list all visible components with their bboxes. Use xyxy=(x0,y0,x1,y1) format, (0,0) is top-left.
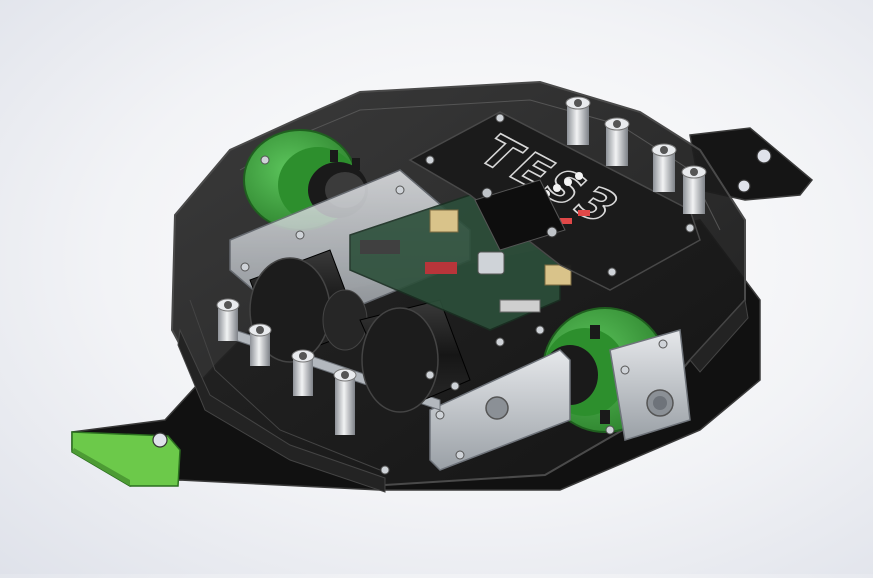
standoffs-left xyxy=(216,298,357,435)
front-sensor-block xyxy=(485,329,691,441)
front-blade xyxy=(71,431,181,487)
screws xyxy=(240,113,695,475)
side-rails xyxy=(177,298,749,493)
switch-bar xyxy=(474,179,566,251)
standoffs-right xyxy=(565,96,707,214)
